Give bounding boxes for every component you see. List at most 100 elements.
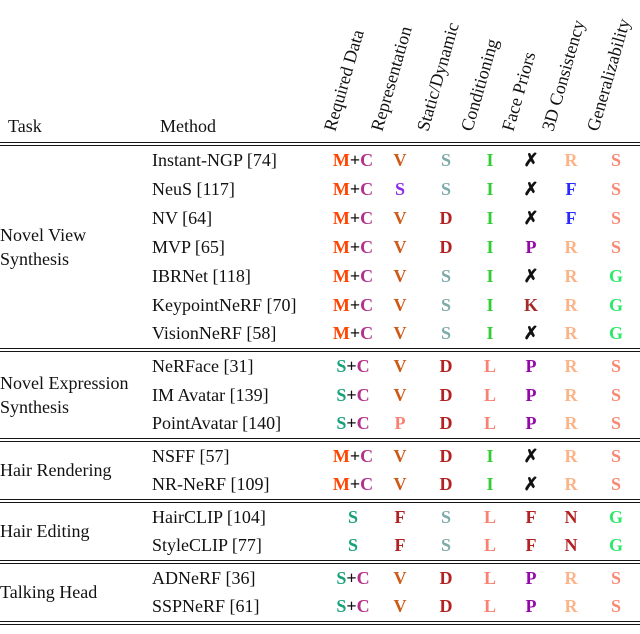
attribute-letter: F [525,535,537,556]
method-cell: NeuS [117] [152,178,235,199]
task-label: Novel View [0,224,87,245]
attribute-cell: S [592,593,640,622]
attribute-letter: N [564,535,578,556]
attribute-cell: V [376,593,424,622]
attribute-cell: R [550,320,592,349]
attribute-letter: I [486,236,494,257]
attribute-cell: F [376,503,424,532]
attribute-cell: ✗ [512,442,550,471]
attribute-cell: M+C [330,471,376,500]
attribute-cell: V [376,442,424,471]
cross-mark: ✗ [523,474,539,495]
attribute-letter: M [332,445,350,466]
attribute-cell: L [468,410,512,439]
attribute-cell: R [550,233,592,262]
attribute-letter: I [486,149,494,170]
attribute-letter: P [394,413,406,434]
attribute-cell: ✗ [512,320,550,349]
attribute-cell: V [376,564,424,593]
attribute-cell: P [512,352,550,381]
attribute-cell: S [592,471,640,500]
section-divider [0,438,640,442]
attribute-cell: D [424,204,468,233]
attribute-letter: + [349,207,361,228]
attribute-letter: C [360,236,374,257]
attribute-cell: S [424,291,468,320]
attribute-letter: C [360,178,374,199]
attribute-letter: C [356,384,370,405]
attribute-letter: L [483,355,496,376]
attribute-letter: M [332,178,350,199]
attribute-cell: L [468,564,512,593]
method-cell: MVP [65] [152,236,225,257]
attribute-cell: R [550,352,592,381]
attribute-cell: ✗ [512,262,550,291]
task-cell: Hair Editing [0,503,152,561]
attribute-letter: C [360,149,374,170]
attribute-letter: P [525,355,537,376]
attribute-letter: V [393,567,407,588]
attribute-cell: R [550,564,592,593]
attribute-cell: V [376,204,424,233]
attribute-letter: + [349,149,361,170]
attribute-letter: M [332,265,350,286]
attribute-cell: S [424,320,468,349]
attribute-cell: V [376,262,424,291]
attribute-cell: R [550,442,592,471]
attribute-letter: + [349,294,361,315]
attribute-letter: C [356,413,370,434]
attribute-cell: V [376,320,424,349]
attribute-cell: M+C [330,175,376,204]
section-divider [0,621,640,625]
cross-mark: ✗ [523,323,539,344]
attribute-letter: V [393,355,407,376]
attribute-letter: V [393,445,407,466]
attribute-letter: G [608,535,623,556]
method-cell: VisionNeRF [58] [152,323,277,344]
attribute-cell: R [550,146,592,175]
method-cell: NeRFace [31] [152,355,254,376]
attribute-letter: F [394,535,406,556]
attribute-cell: M+C [330,320,376,349]
attribute-letter: G [608,294,623,315]
task-column-label: Task [8,116,42,136]
cross-mark: ✗ [523,265,539,286]
attribute-cell: N [550,532,592,561]
attribute-letter: C [360,294,374,315]
attribute-letter: R [564,384,578,405]
method-cell: IBRNet [118] [152,265,251,286]
attribute-letter: + [346,567,357,588]
attribute-cell: S [424,503,468,532]
attribute-cell: S+C [330,381,376,410]
attribute-letter: S [610,355,621,376]
attribute-letter: S [336,355,347,376]
attribute-cell: V [376,291,424,320]
method-cell: StyleCLIP [77] [152,535,262,556]
attribute-cell: I [468,471,512,500]
column-header-task: Task [0,0,152,143]
attribute-letter: P [525,384,537,405]
method-cell: Instant-NGP [74] [152,149,277,170]
attribute-letter: S [610,207,621,228]
task-label: Novel Expression [0,372,129,393]
separator-row [0,348,640,352]
attribute-letter: + [349,236,361,257]
attribute-letter: F [525,506,537,527]
attribute-letter: S [610,474,621,495]
attribute-letter: + [349,474,361,495]
attribute-letter: D [439,445,453,466]
attribute-cell: M+C [330,233,376,262]
attribute-letter: S [440,323,451,344]
attribute-letter: V [393,294,407,315]
attribute-letter: M [332,323,350,344]
attribute-letter: I [486,474,494,495]
attribute-letter: S [610,445,621,466]
attribute-cell: L [468,352,512,381]
attribute-letter: I [486,207,494,228]
